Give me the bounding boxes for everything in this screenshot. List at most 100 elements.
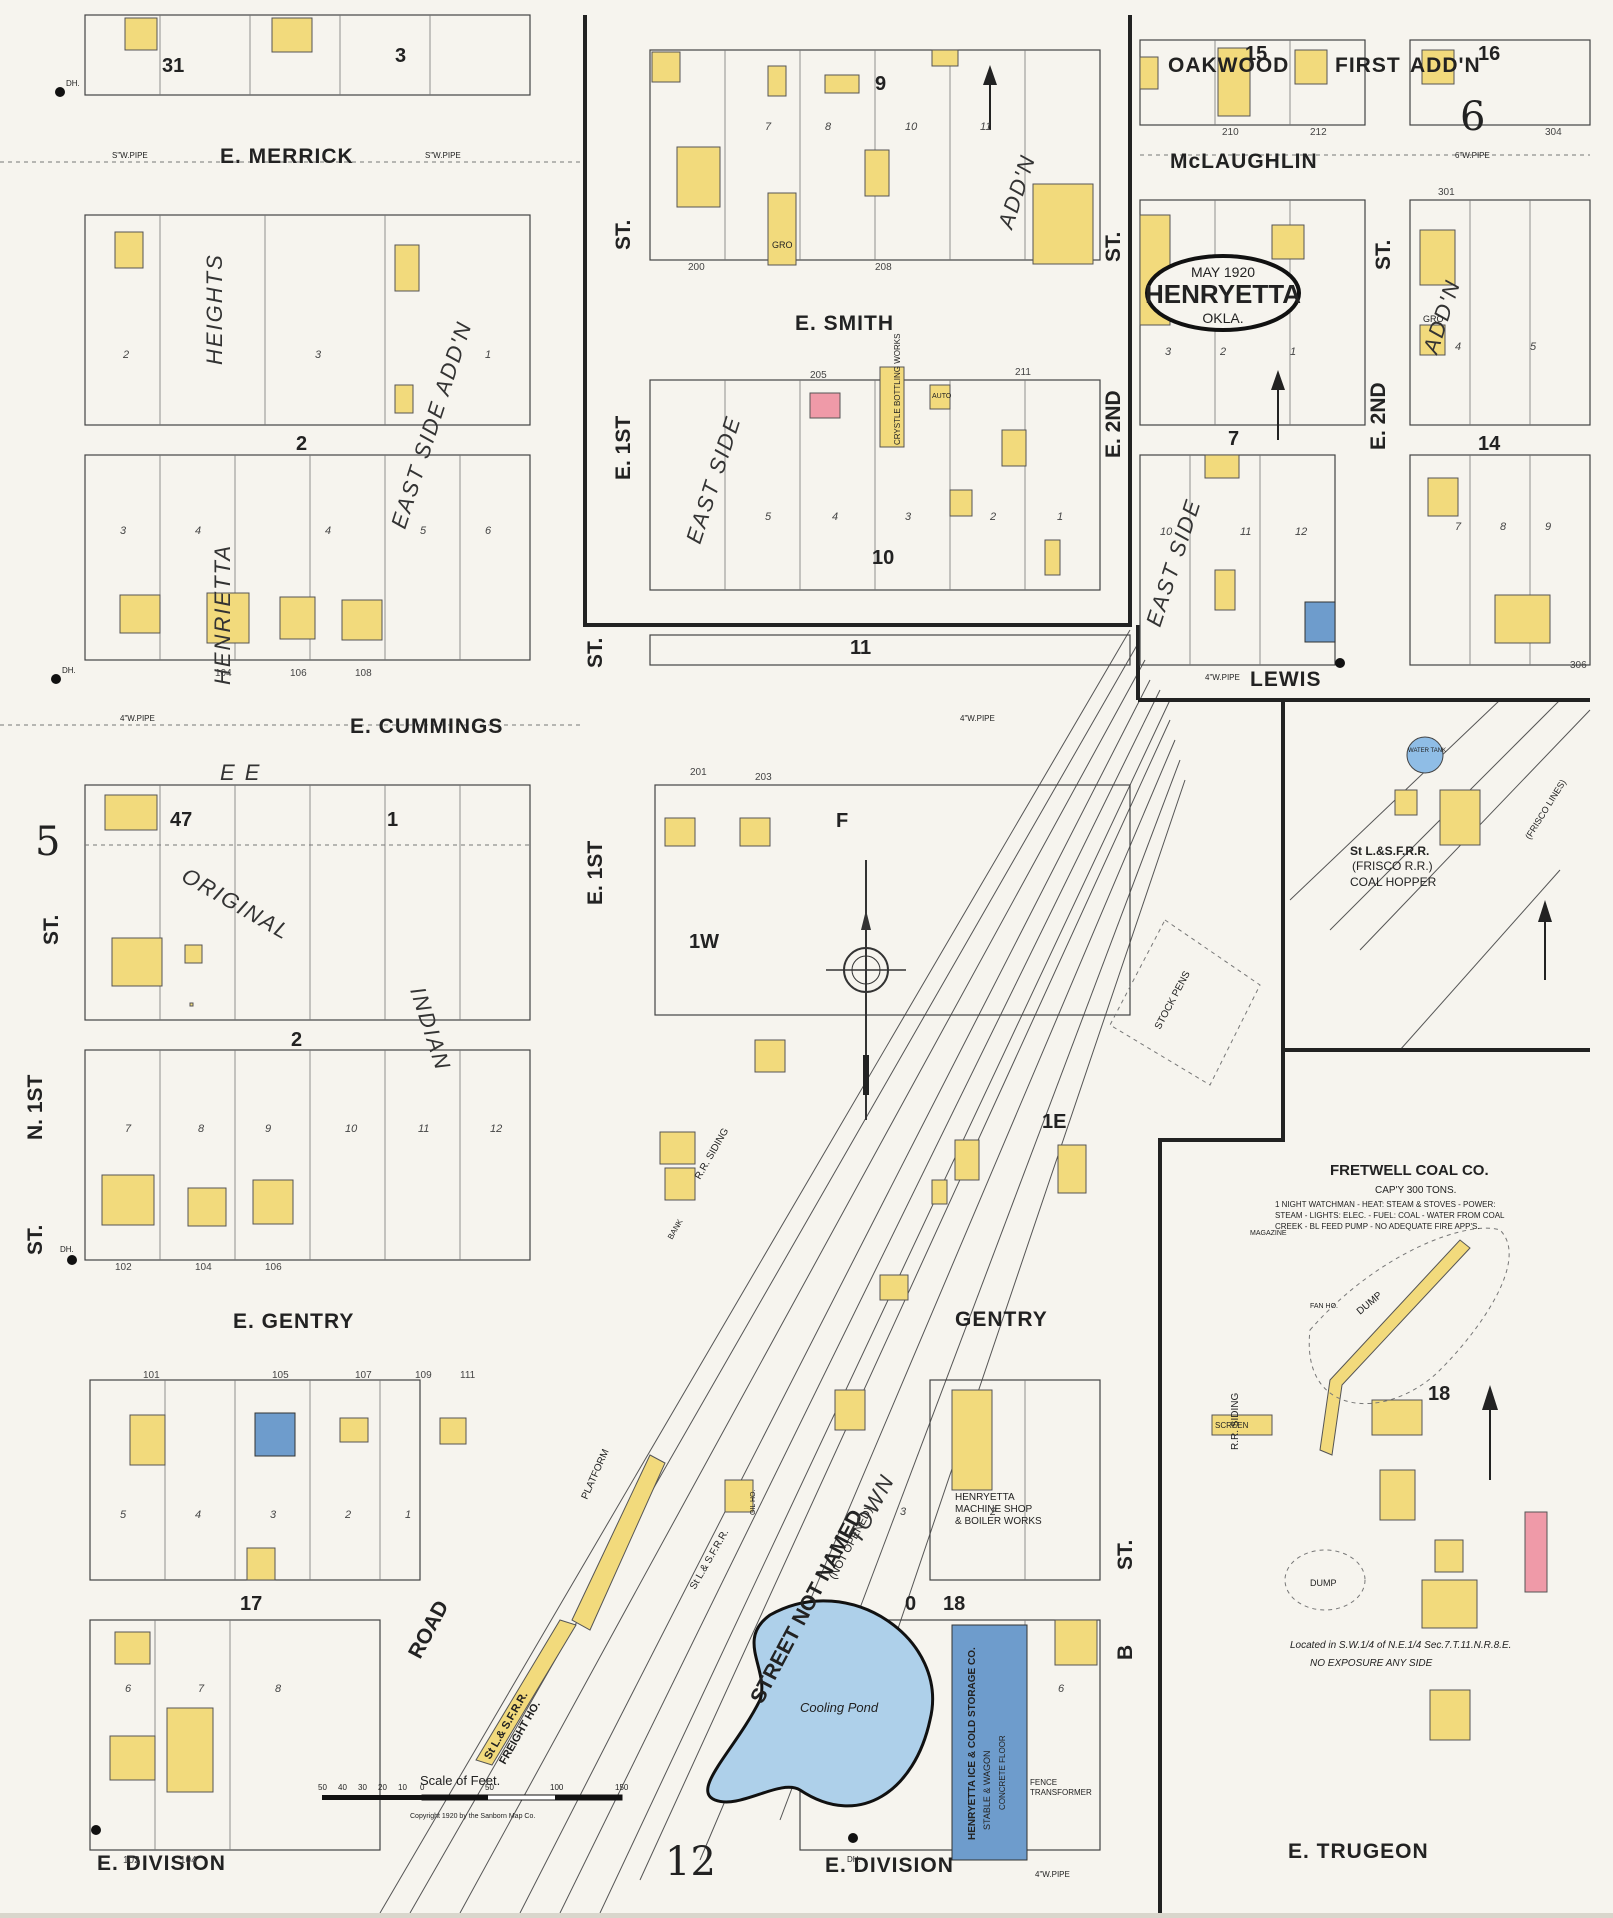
street-mclaughlin: McLAUGHLIN	[1170, 150, 1318, 173]
svg-text:MAGAZINE: MAGAZINE	[1250, 1230, 1287, 1237]
adjoining-sheet-bottom: 12	[665, 1839, 716, 1885]
svg-text:105: 105	[272, 1370, 289, 1381]
svg-text:104: 104	[215, 668, 232, 679]
svg-text:10: 10	[398, 1783, 407, 1792]
addition-ee: E E	[220, 760, 261, 785]
svg-text:12: 12	[1295, 526, 1307, 538]
svg-text:306: 306	[1570, 660, 1587, 671]
svg-text:1E: 1E	[1042, 1111, 1066, 1133]
svg-text:16: 16	[1478, 43, 1500, 65]
machine-shop-label-2: MACHINE SHOP	[955, 1504, 1033, 1515]
svg-text:11: 11	[1240, 526, 1251, 538]
svg-text:3: 3	[270, 1509, 277, 1521]
auto-label: AUTO	[932, 393, 952, 400]
transformer-label: TRANSFORMER	[1030, 1788, 1092, 1797]
svg-text:50: 50	[318, 1783, 327, 1792]
fence-label: FENCE	[1030, 1778, 1057, 1787]
svg-text:106: 106	[265, 1262, 282, 1273]
svg-text:3: 3	[900, 1506, 907, 1518]
adjoining-sheet-left: 5	[35, 819, 60, 865]
svg-text:3: 3	[395, 45, 406, 67]
street-e-2nd-upper: E. 2ND	[1102, 390, 1125, 458]
page-number: 6	[1460, 94, 1485, 140]
svg-text:4"W.PIPE: 4"W.PIPE	[120, 714, 155, 723]
svg-text:8: 8	[198, 1123, 205, 1135]
cooling-pond	[706, 1599, 934, 1808]
svg-text:17: 17	[240, 1593, 262, 1615]
svg-text:4: 4	[195, 525, 201, 537]
street-st-left-lower: ST.	[24, 1225, 47, 1255]
svg-text:210: 210	[1222, 127, 1239, 138]
svg-text:203: 203	[755, 772, 772, 783]
center-blocks	[649, 49, 1131, 1851]
ice-co-stable: STABLE & WAGON	[982, 1750, 992, 1830]
svg-text:1: 1	[405, 1509, 411, 1521]
svg-text:1: 1	[1057, 511, 1063, 523]
grocery-label: GRO	[772, 240, 793, 250]
svg-text:3: 3	[905, 511, 912, 523]
buildings	[101, 17, 1551, 1861]
north-arrow-4	[1482, 1385, 1498, 1480]
svg-text:DH.: DH.	[62, 666, 76, 675]
svg-text:6: 6	[1058, 1683, 1065, 1695]
svg-text:4: 4	[1455, 341, 1461, 353]
coal-hopper: COAL HOPPER	[1350, 875, 1437, 889]
street-st-upper: ST.	[612, 220, 635, 250]
west-blocks	[0, 14, 580, 1851]
svg-text:7: 7	[198, 1683, 205, 1695]
svg-text:4: 4	[832, 511, 838, 523]
svg-text:11: 11	[418, 1123, 429, 1135]
svg-text:CREEK - BL FEED PUMP - NO ADEQ: CREEK - BL FEED PUMP - NO ADEQUATE FIRE …	[1275, 1222, 1480, 1231]
street-e-smith: E. SMITH	[795, 312, 894, 335]
ice-co-label: HENRYETTA ICE & COLD STORAGE CO.	[967, 1647, 978, 1840]
addn-top-label: ADD'N	[1410, 54, 1481, 77]
title-oval	[1145, 254, 1301, 332]
svg-text:11: 11	[850, 637, 871, 659]
svg-text:301: 301	[1438, 187, 1455, 198]
street-b: B	[1114, 1645, 1137, 1660]
svg-text:6"W.PIPE: 6"W.PIPE	[1455, 151, 1490, 160]
street-e-2nd-right: E. 2ND	[1367, 382, 1390, 450]
svg-text:FRETWELL COAL CO.: FRETWELL COAL CO.	[1330, 1162, 1489, 1179]
svg-text:4: 4	[325, 525, 331, 537]
svg-text:205: 205	[810, 370, 827, 381]
svg-text:2: 2	[1219, 346, 1226, 358]
svg-text:106: 106	[290, 668, 307, 679]
svg-text:2: 2	[989, 511, 996, 523]
street-st-left: ST.	[40, 915, 63, 945]
svg-text:11: 11	[980, 121, 991, 133]
svg-text:109: 109	[415, 1370, 432, 1381]
sheet-boundaries	[583, 15, 1590, 1913]
svg-text:107: 107	[355, 1370, 372, 1381]
svg-text:1 NIGHT WATCHMAN - HEAT: STEAM: 1 NIGHT WATCHMAN - HEAT: STEAM & STOVES …	[1275, 1200, 1495, 1209]
svg-text:108: 108	[355, 668, 372, 679]
svg-text:201: 201	[690, 767, 707, 778]
svg-text:6: 6	[485, 525, 492, 537]
frisco-subtitle: (FRISCO R.R.)	[1352, 859, 1433, 873]
svg-text:4: 4	[195, 1509, 201, 1521]
svg-text:104: 104	[180, 1855, 197, 1866]
svg-text:0: 0	[420, 1783, 425, 1792]
svg-text:7: 7	[1455, 521, 1462, 533]
svg-text:211: 211	[1015, 367, 1031, 378]
street-n-1st: N. 1ST	[24, 1074, 47, 1140]
svg-text:7: 7	[1228, 428, 1239, 450]
street-st-mid: ST.	[584, 638, 607, 668]
svg-text:9: 9	[875, 73, 886, 95]
cooling-pond-label: Cooling Pond	[800, 1700, 879, 1715]
svg-text:1: 1	[485, 349, 491, 361]
svg-text:1W: 1W	[689, 931, 719, 953]
svg-text:8: 8	[1500, 521, 1507, 533]
svg-text:20: 20	[378, 1783, 387, 1792]
bottling-works-label: CRYSTLE BOTTLING WORKS	[893, 334, 902, 445]
svg-text:5: 5	[420, 525, 427, 537]
svg-text:10: 10	[1160, 526, 1173, 538]
scale-label: Scale of Feet.	[420, 1773, 500, 1788]
svg-text:40: 40	[338, 1783, 347, 1792]
svg-text:S"W.PIPE: S"W.PIPE	[112, 151, 148, 160]
svg-text:DH.: DH.	[847, 1855, 861, 1864]
svg-text:18: 18	[943, 1593, 965, 1615]
street-e-1st-lower: E. 1ST	[584, 841, 607, 905]
